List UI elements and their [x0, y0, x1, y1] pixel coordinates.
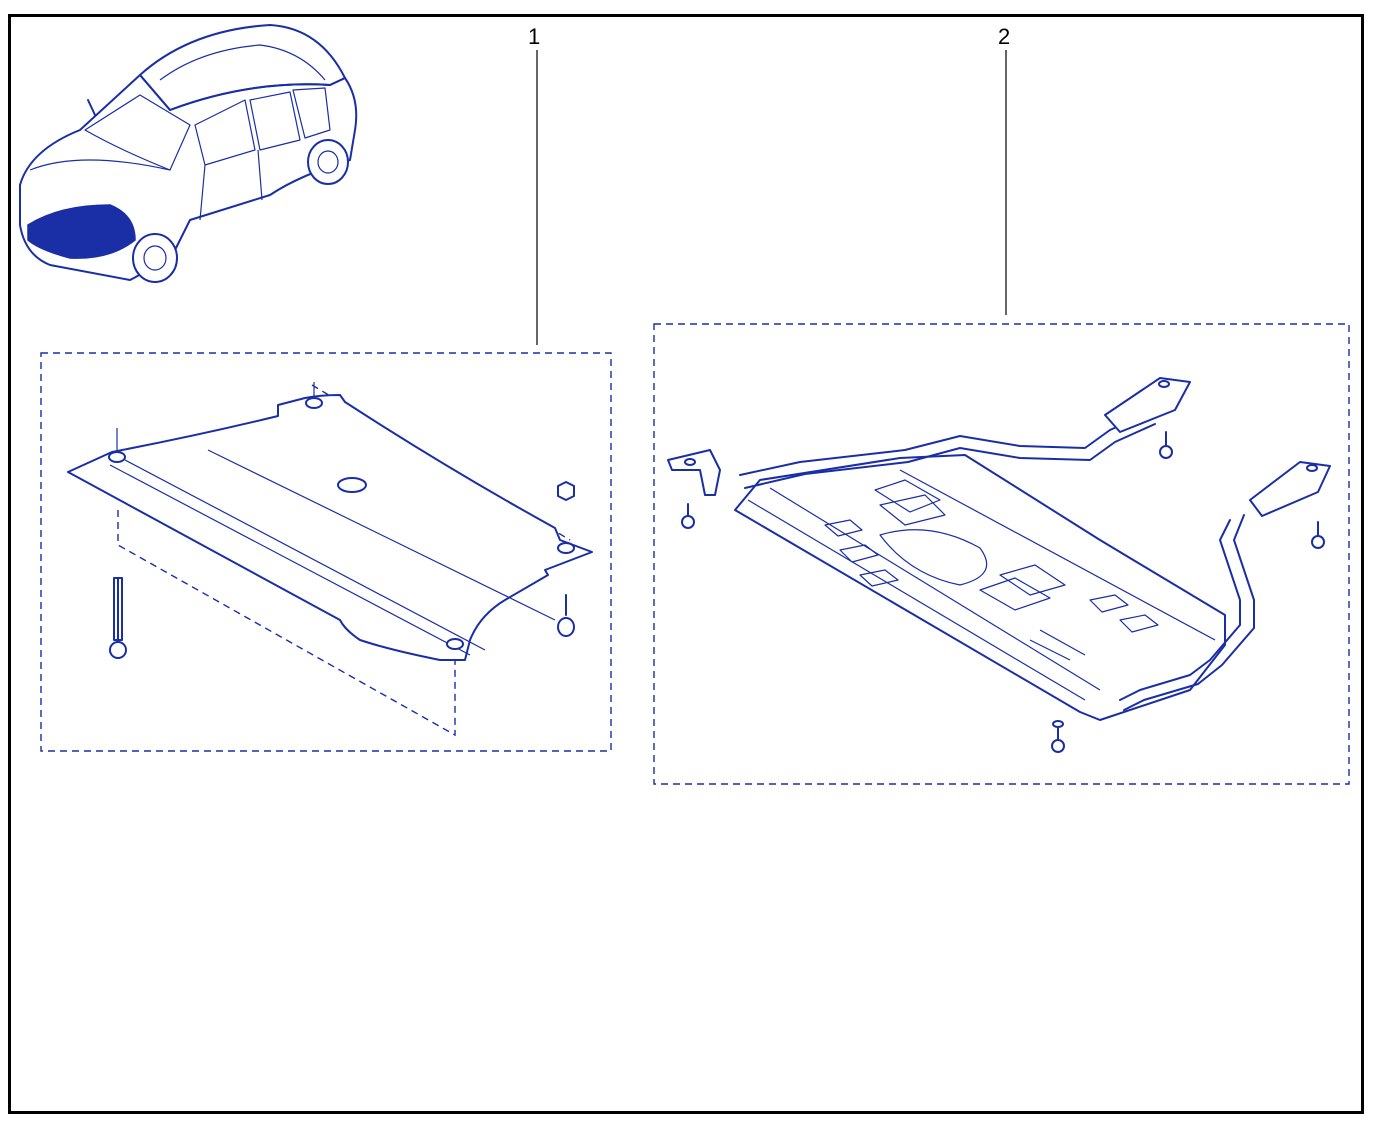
callout-number-2[interactable]: 2: [998, 24, 1011, 49]
part-2-box: [653, 323, 1350, 785]
callout-number-1[interactable]: 1: [528, 24, 541, 49]
part-1-skid-plate: [67, 382, 593, 737]
part-1-box: [40, 352, 612, 752]
part-2-underbody-frame: [667, 377, 1331, 753]
diagram-frame: [8, 14, 1364, 1114]
vehicle-locator-icon: [19, 24, 358, 283]
